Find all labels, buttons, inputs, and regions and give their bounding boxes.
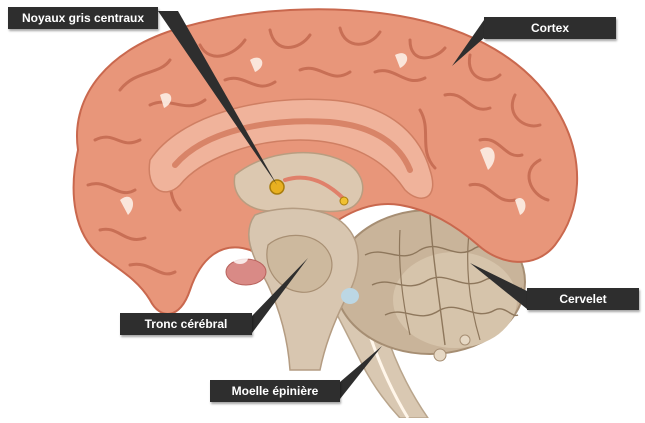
basal-ganglia-nucleus — [270, 180, 284, 194]
fourth-ventricle — [341, 288, 359, 304]
label-tronc-cerebral: Tronc cérébral — [120, 313, 252, 335]
pituitary — [226, 259, 266, 285]
label-noyaux-gris-centraux: Noyaux gris centraux — [8, 7, 158, 29]
label-moelle-epiniere: Moelle épinière — [210, 380, 340, 402]
optic-chiasm — [232, 252, 248, 264]
pineal-gland — [340, 197, 348, 205]
label-cortex: Cortex — [484, 17, 616, 39]
label-cervelet: Cervelet — [527, 288, 639, 310]
